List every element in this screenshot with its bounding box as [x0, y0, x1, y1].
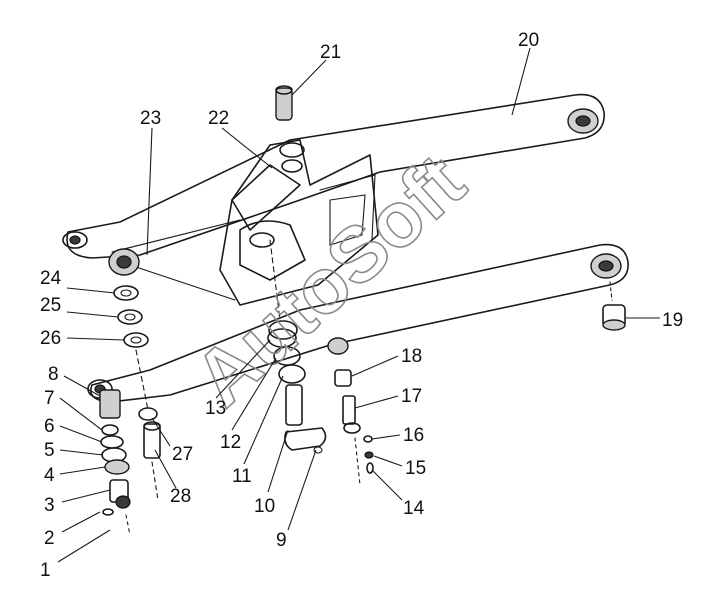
- watermark-text: AutoSoft: [177, 137, 481, 423]
- washer-16: [363, 435, 373, 443]
- callout-22: 22: [208, 108, 229, 129]
- nut-4: [104, 459, 130, 475]
- leader-lines: [57, 47, 660, 563]
- axis-line-center: [269, 239, 281, 321]
- callout-6: 6: [44, 416, 55, 437]
- bushing-3: [109, 479, 131, 509]
- bushing-28: [143, 421, 161, 501]
- callout-10: 10: [254, 496, 275, 517]
- bushing-left: [108, 248, 140, 276]
- callout-25: 25: [40, 295, 61, 316]
- washer-11: [278, 364, 306, 384]
- callout-19: 19: [662, 310, 683, 331]
- washer-26: [123, 332, 149, 348]
- nut-15: [364, 451, 374, 459]
- cotter-14: [366, 462, 374, 474]
- callout-21: 21: [320, 42, 341, 63]
- washer-6: [100, 435, 124, 449]
- callout-23: 23: [140, 108, 161, 129]
- callout-9: 9: [276, 530, 287, 551]
- callout-1: 1: [40, 560, 51, 581]
- plate-9: [284, 427, 327, 454]
- callout-2: 2: [44, 528, 55, 549]
- callout-20: 20: [518, 30, 539, 51]
- callout-28: 28: [170, 486, 191, 507]
- callout-27: 27: [172, 444, 193, 465]
- ring-7: [101, 424, 119, 436]
- cotter-2: [102, 508, 114, 516]
- callout-26: 26: [40, 328, 61, 349]
- callout-12: 12: [220, 432, 241, 453]
- callout-5: 5: [44, 440, 55, 461]
- pin-8: [99, 389, 121, 419]
- callout-15: 15: [405, 458, 426, 479]
- callout-7: 7: [44, 388, 55, 409]
- callout-11: 11: [232, 466, 252, 487]
- axis-line-left: [135, 349, 149, 411]
- cotter-1: [125, 514, 131, 536]
- washer-25: [117, 309, 143, 325]
- pin-17: [342, 395, 361, 434]
- callout-24: 24: [40, 268, 62, 289]
- callout-17: 17: [401, 386, 422, 407]
- ring-27: [138, 407, 158, 421]
- callout-14: 14: [403, 498, 425, 519]
- callouts: 21 20 22 23 24 25 26 8 7 6 5 4 3 2 1 27 …: [40, 30, 683, 581]
- bushing-19: [602, 304, 626, 331]
- pin-21: [275, 85, 293, 121]
- bolt-10: [285, 384, 303, 426]
- axis-line-right: [354, 437, 361, 486]
- bushing-top-right: [327, 337, 349, 355]
- callout-13: 13: [205, 398, 226, 419]
- washer-24: [113, 285, 139, 301]
- callout-8: 8: [48, 364, 59, 385]
- callout-4: 4: [44, 465, 55, 486]
- callout-18: 18: [401, 346, 422, 367]
- bushing-18: [334, 369, 352, 387]
- callout-16: 16: [403, 425, 424, 446]
- callout-3: 3: [44, 495, 55, 516]
- central-bracket: [111, 139, 379, 306]
- upper-arm-20: [62, 93, 605, 259]
